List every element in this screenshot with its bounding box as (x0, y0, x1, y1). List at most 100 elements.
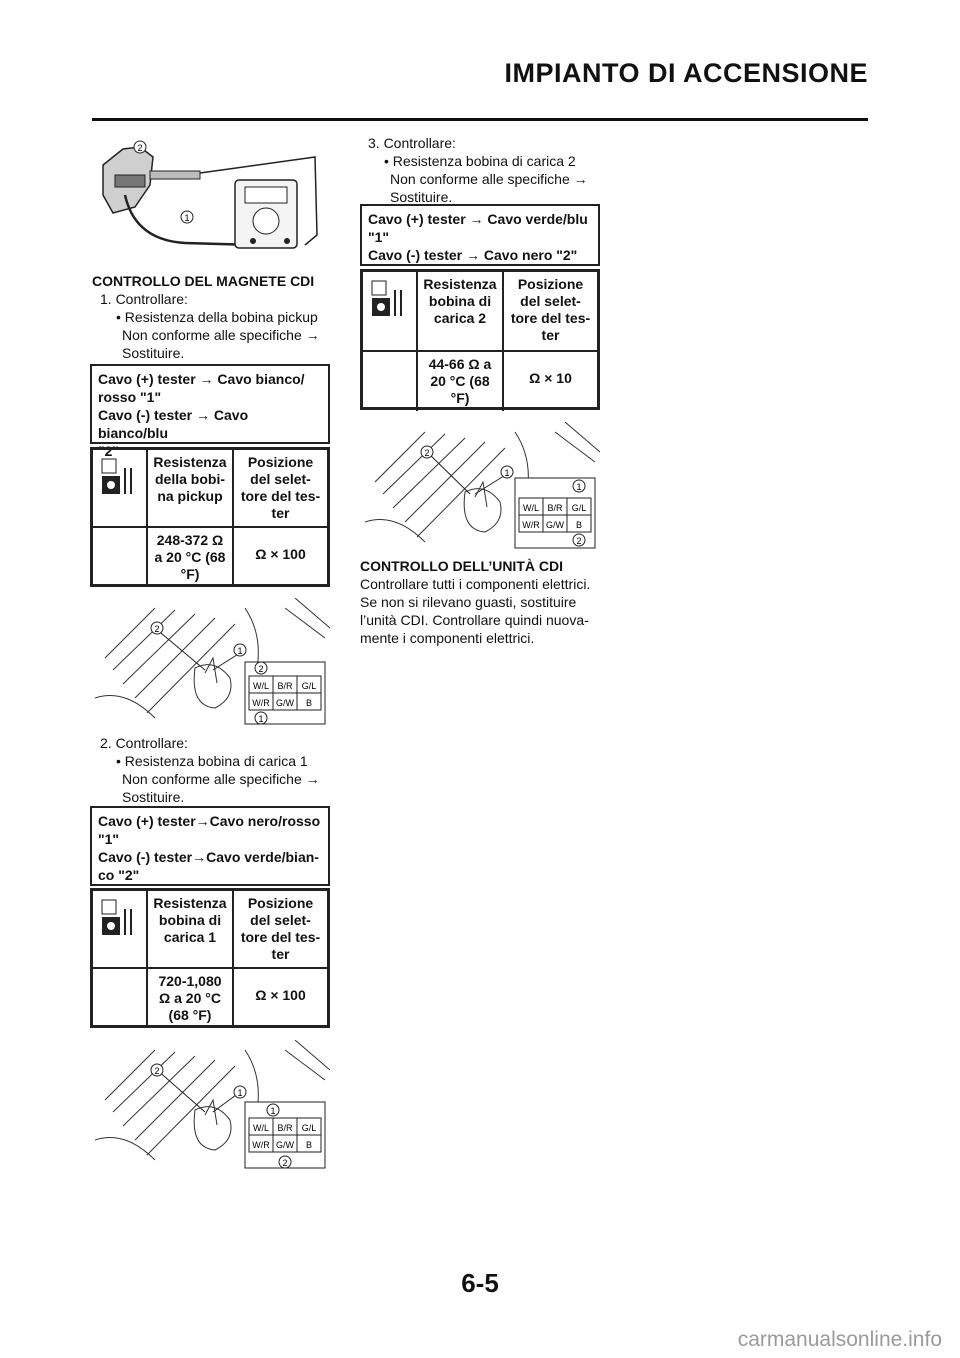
header-line: bobina di (158, 912, 222, 928)
carica2-nonconf: Non conforme alle specifiche → (390, 171, 588, 187)
magnete-heading: CONTROLLO DEL MAGNETE CDI (92, 273, 315, 289)
connector-wire: B (576, 520, 582, 530)
spec-col2-header: Posizione del selet- tore del tes- ter (234, 450, 327, 528)
connector-wire: G/W (546, 520, 565, 530)
header-line: na pickup (157, 488, 223, 504)
connector-wire: B (306, 698, 312, 708)
header-line: Resistenza (153, 895, 227, 911)
header-line: tore del tes- (240, 929, 321, 945)
charge-coil-2-wiring-illustration: 2 1 1 W/L B/R G/L W/R G/W B 2 (365, 422, 600, 549)
spec-range: Ω × 10 (529, 370, 572, 386)
carica1-cable-box: Cavo (+) tester→Cavo nero/rosso "1" Cavo… (90, 806, 330, 886)
carica2-cable-box: Cavo (+) tester → Cavo verde/blu "1" Cav… (360, 204, 600, 266)
cable-line: Cavo (+) tester → Cavo bianco/ (98, 371, 305, 387)
page-title: IMPIANTO DI ACCENSIONE (504, 58, 868, 88)
connector-wire: B/R (547, 503, 563, 513)
magnete-item: • Resistenza della bobina pickup (116, 309, 318, 325)
spec-col2-header: Posizione del selet- tore del tes- ter (504, 272, 597, 352)
header-line: della bobi- (155, 471, 225, 487)
connector-wire: G/W (276, 698, 295, 708)
connector-wire: G/L (572, 503, 587, 513)
spec-value: 44-66 Ω a 20 °C (68 °F) (418, 352, 504, 411)
callout-1: 1 (270, 1106, 275, 1116)
carica1-step: 2. Controllare: (100, 735, 188, 751)
callout-2: 2 (154, 624, 159, 634)
carica2-item: • Resistenza bobina di carica 2 (384, 153, 576, 169)
spec-col1-header: Resistenza bobina di carica 1 (148, 891, 234, 969)
cable-line: Cavo (-) tester → Cavo bianco/blu (98, 407, 249, 441)
callout-2: 2 (576, 536, 581, 546)
header-line: Posizione (247, 454, 314, 470)
callout-2: 2 (282, 1158, 287, 1168)
header-line: del selet- (520, 293, 581, 309)
spec-col2-header: Posizione del selet- tore del tes- ter (234, 891, 327, 969)
callout-1: 1 (184, 213, 189, 223)
cable-line: Cavo (-) tester→Cavo verde/bian- (98, 849, 319, 865)
spec-range: Ω × 100 (255, 987, 306, 1003)
header-line: bobina di (428, 293, 492, 309)
value-line: a 20 °C (68 (154, 549, 226, 565)
callout-1: 1 (258, 714, 263, 724)
cdi-line: mente i componenti elettrici. (360, 630, 535, 646)
carica1-item: • Resistenza bobina di carica 1 (116, 753, 308, 769)
carica2-step: 3. Controllare: (368, 135, 456, 151)
spec-empty-cell (363, 352, 418, 411)
spec-col1-header: Resistenza bobina di carica 2 (418, 272, 504, 352)
header-line: carica 2 (433, 310, 487, 326)
header-line: Posizione (247, 895, 314, 911)
magnete-spec-table: Resistenza della bobi- na pickup Posizio… (90, 447, 330, 587)
value-line: °F) (450, 390, 470, 406)
connector-wire: G/W (276, 1140, 295, 1150)
spec-empty-cell (93, 969, 148, 1028)
magnete-step: 1. Controllare: (100, 291, 188, 307)
connector-wire: B/R (277, 1123, 293, 1133)
cable-line: Cavo (+) tester → Cavo verde/blu (368, 211, 588, 227)
header-line: Resistenza (153, 454, 227, 470)
callout-1: 1 (237, 646, 242, 656)
header-line: Posizione (517, 276, 584, 292)
cdi-line: Controllare tutti i componenti elettrici… (360, 576, 591, 592)
connector-wire: W/R (252, 698, 270, 708)
multimeter-icon (363, 272, 418, 352)
value-line: (68 °F) (168, 1007, 212, 1023)
connector-wire: B/R (277, 681, 293, 691)
spec-empty-cell (93, 528, 148, 587)
callout-2: 2 (424, 448, 429, 458)
value-line: 720-1,080 (158, 973, 222, 989)
cable-line: Cavo (+) tester→Cavo nero/rosso (98, 813, 321, 829)
cable-line: rosso "1" (98, 389, 162, 405)
callout-2: 2 (154, 1066, 159, 1076)
pickup-coil-wiring-illustration: 2 1 2 W/L B/R G/L W/R G/W B 1 (95, 598, 330, 725)
connector-wire: B (306, 1140, 312, 1150)
spec-value: 720-1,080 Ω a 20 °C (68 °F) (148, 969, 234, 1028)
header-line: Resistenza (423, 276, 497, 292)
cdi-section: CONTROLLO DELL’UNITÀ CDI Controllare tut… (360, 557, 620, 647)
pickup-coil-test-illustration: 2 1 (102, 140, 318, 249)
cdi-line: l’unità CDI. Controllare quindi nuova- (360, 612, 589, 628)
carica1-section: 2. Controllare: • Resistenza bobina di c… (92, 734, 332, 806)
cable-line: "1" (98, 831, 120, 847)
watermark: carmanualsonline.info (737, 1328, 942, 1351)
cdi-heading: CONTROLLO DELL’UNITÀ CDI (360, 558, 563, 574)
page-number: 6-5 (461, 1268, 499, 1298)
cable-line: co "2" (98, 867, 140, 883)
magnete-action: Sostituire. (122, 345, 185, 361)
callout-1: 1 (504, 468, 509, 478)
cdi-line: Se non si rilevano guasti, sostituire (360, 594, 577, 610)
connector-wire: W/R (252, 1140, 270, 1150)
carica2-section: 3. Controllare: • Resistenza bobina di c… (360, 134, 600, 206)
value-line: 44-66 Ω a (428, 356, 492, 372)
connector-wire: W/R (522, 520, 540, 530)
connector-wire: W/L (523, 503, 539, 513)
carica1-action: Sostituire. (122, 789, 185, 805)
header-line: ter (541, 327, 560, 343)
header-line: del selet- (250, 471, 311, 487)
connector-wire: W/L (253, 681, 269, 691)
header-line: ter (271, 505, 290, 521)
connector-wire: W/L (253, 1123, 269, 1133)
callout-2: 2 (137, 143, 142, 153)
header-rule (92, 118, 868, 121)
magnete-nonconf: Non conforme alle specifiche → (122, 327, 320, 343)
cable-line: Cavo (-) tester → Cavo nero "2" (368, 247, 578, 263)
callout-1: 1 (237, 1088, 242, 1098)
